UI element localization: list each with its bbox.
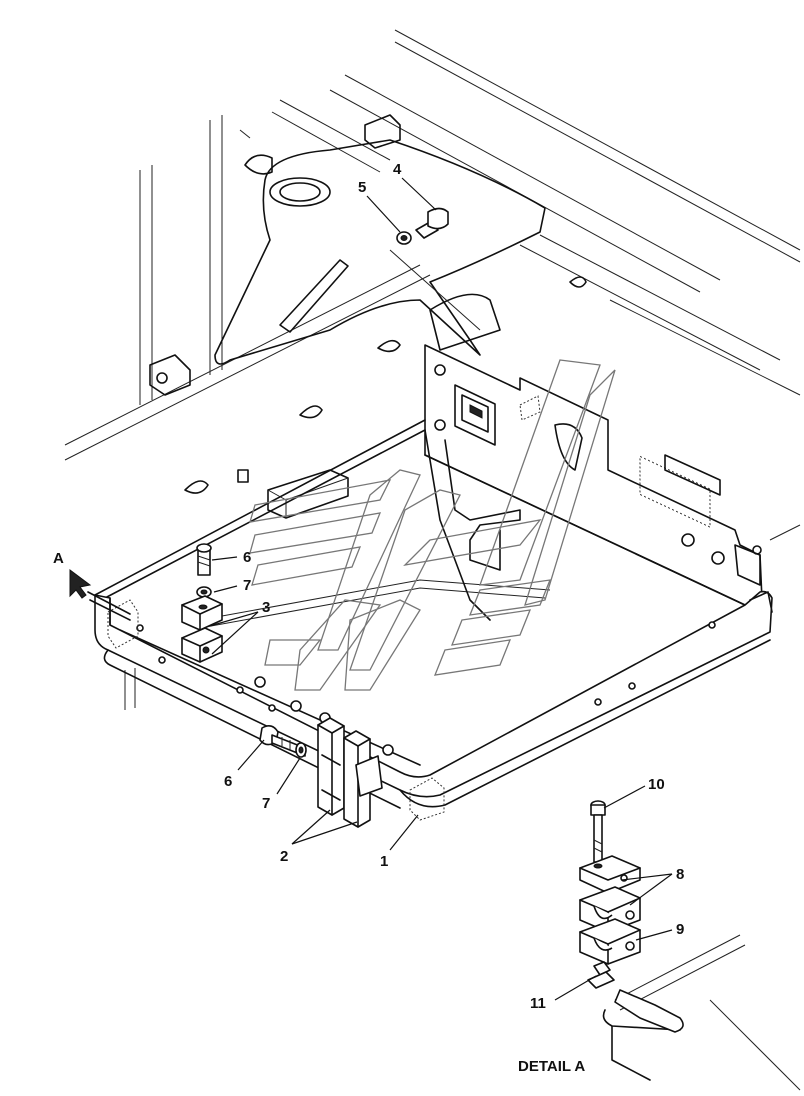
callout-3: 3 [262, 599, 270, 616]
callout-4: 4 [393, 161, 402, 178]
detail-a-view [579, 800, 801, 1091]
callout-10: 10 [648, 776, 665, 793]
callout-labels: 4 5 6 7 3 A 6 7 2 1 10 8 9 11 DETAIL A [53, 161, 684, 1075]
callout-5: 5 [358, 179, 366, 196]
background-frame [64, 29, 801, 710]
view-marker-a: A [53, 550, 64, 567]
view-arrow-a [69, 569, 92, 599]
callout-2: 2 [280, 848, 288, 865]
callout-9: 9 [676, 921, 684, 938]
callout-6-upper: 6 [243, 549, 251, 566]
tray-assembly [87, 344, 773, 821]
callout-7-lower: 7 [262, 795, 270, 812]
left-clamp-assembly [181, 543, 223, 663]
upper-bolt-assembly [389, 207, 481, 331]
leader-lines [209, 177, 673, 1001]
front-clamp-assembly [259, 717, 383, 828]
callout-1: 1 [380, 853, 388, 870]
callout-8: 8 [676, 866, 684, 883]
watermark-logo [249, 359, 616, 691]
detail-a-caption: DETAIL A [518, 1058, 585, 1075]
callout-7-upper: 7 [243, 577, 251, 594]
callout-11: 11 [530, 995, 546, 1012]
callout-6-lower: 6 [224, 773, 232, 790]
